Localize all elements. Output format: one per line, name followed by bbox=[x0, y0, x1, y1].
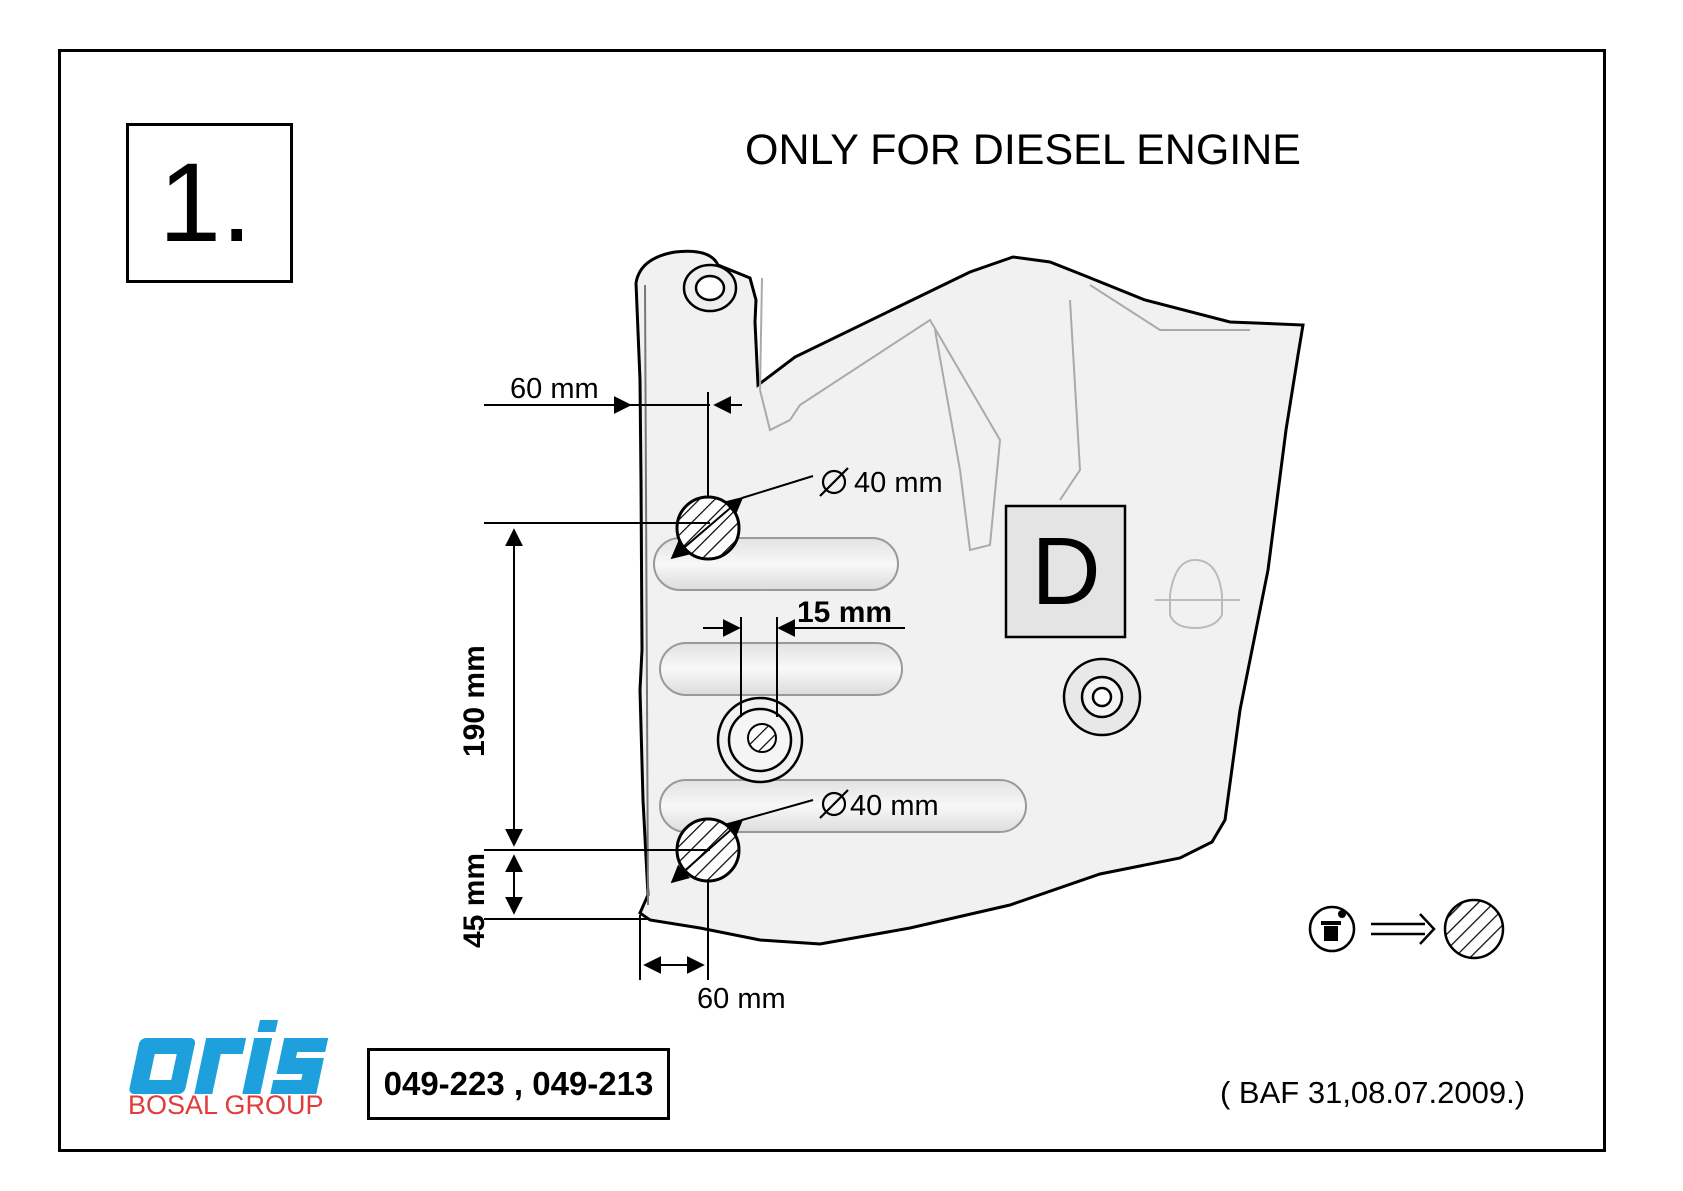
hatched-circle-icon bbox=[1445, 900, 1503, 958]
bottom-offset-label: 45 mm bbox=[458, 853, 491, 948]
arrow-right-icon bbox=[1371, 914, 1434, 944]
vertical-spacing-label: 190 mm bbox=[458, 645, 491, 757]
bottom-horizontal-label: 60 mm bbox=[697, 983, 786, 1015]
slot-middle bbox=[660, 643, 902, 695]
top-offset-label: 60 mm bbox=[510, 373, 599, 405]
d-mark: D bbox=[1031, 518, 1100, 625]
reference-code: ( BAF 31,08.07.2009.) bbox=[1220, 1075, 1525, 1111]
trash-bin-icon bbox=[1310, 907, 1354, 951]
hole1-diameter-label: 40 mm bbox=[854, 467, 943, 499]
slot-width-label: 15 mm bbox=[797, 596, 892, 629]
brand-group-name: BOSAL GROUP bbox=[128, 1090, 324, 1121]
part-numbers: 049-223 , 049-213 bbox=[367, 1048, 670, 1120]
hole2-diameter-label: 40 mm bbox=[850, 790, 939, 822]
